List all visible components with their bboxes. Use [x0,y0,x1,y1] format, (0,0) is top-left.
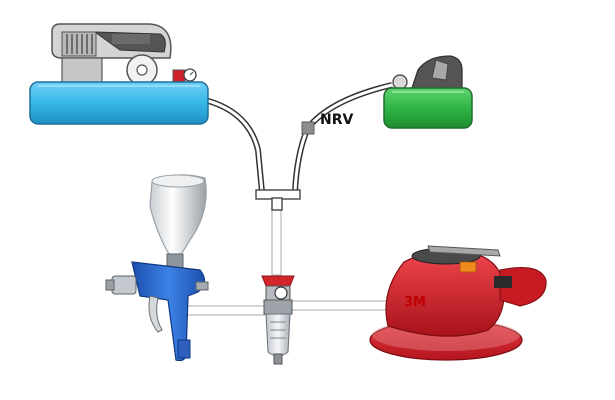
spray-gun-icon [105,174,209,362]
orbital-sander-icon [369,245,547,361]
filter-regulator-icon [261,275,295,365]
t-junction-icon [255,189,301,211]
sander-brand-label: 3M [404,295,426,310]
nrv-label: NRV [320,112,353,128]
air-compressor-icon [29,23,209,125]
pipe-network [183,204,409,316]
valve-icon [301,121,315,135]
hose-right [292,82,393,193]
hose-left [204,97,265,193]
air-compressor-icon [383,55,473,129]
